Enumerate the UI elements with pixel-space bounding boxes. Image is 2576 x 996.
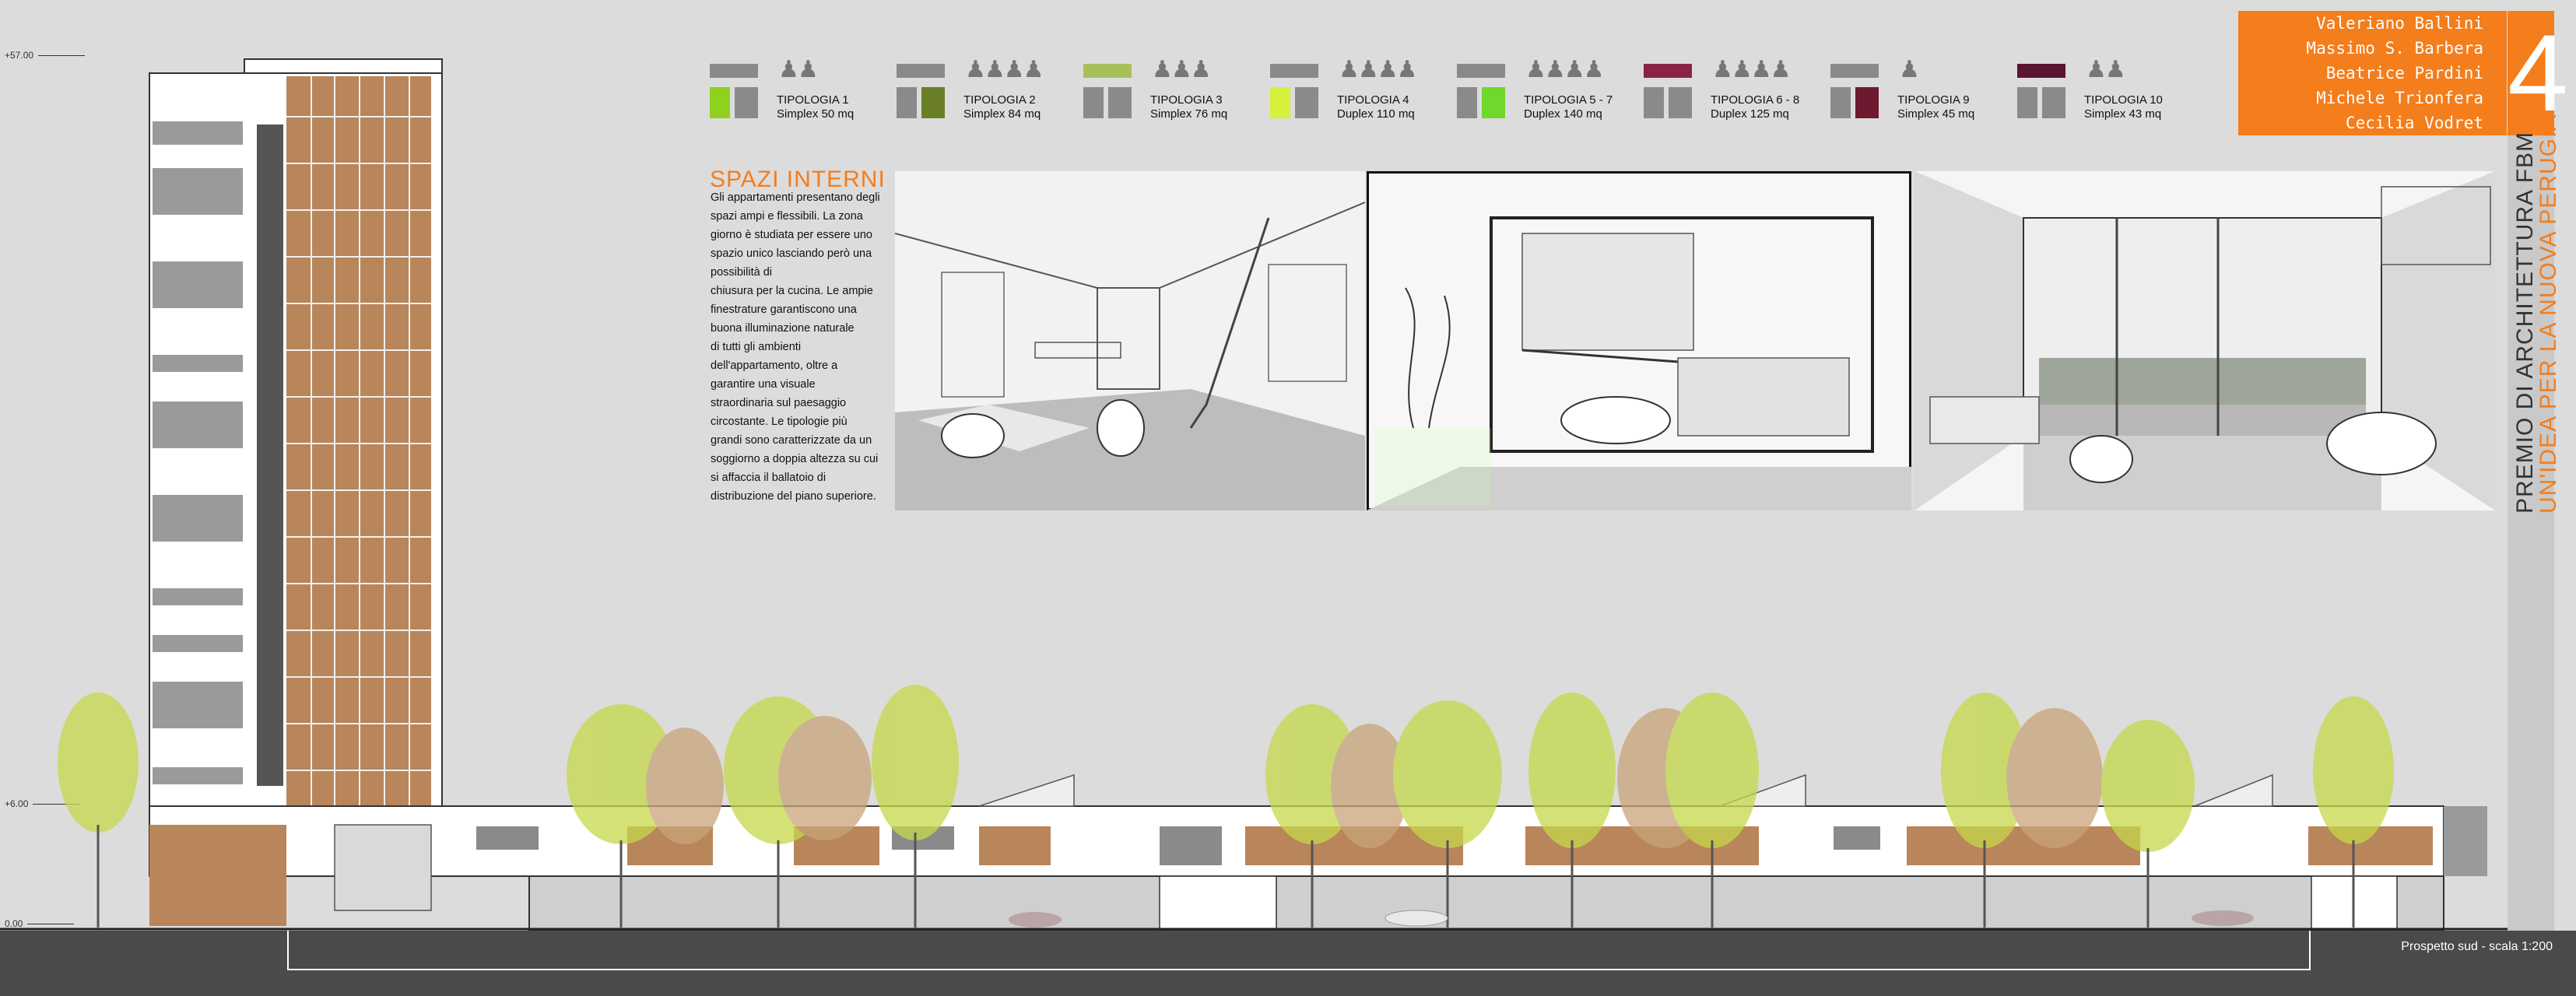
people-icon: ♟♟♟♟: [1525, 57, 1605, 82]
roof-shape: [1270, 64, 1318, 78]
people-icon: ♟♟♟: [1152, 57, 1212, 82]
typology-size: Duplex 125 mq: [1711, 107, 1789, 121]
typology-9: ♟ TIPOLOGIA 9 Simplex 45 mq: [1829, 53, 2016, 131]
typology-swatch: [1644, 64, 1692, 78]
typology-swatch: [1270, 87, 1290, 118]
side-band: [2508, 135, 2554, 937]
author-name: Valeriano Ballini: [2316, 14, 2483, 33]
people-icon: ♟: [1899, 57, 1920, 82]
level-marker-mid: +6.00: [5, 798, 79, 809]
roof-shape: [1830, 64, 1879, 78]
roof-shape: [1457, 64, 1505, 78]
typology-swatch: [710, 87, 730, 118]
typology-title: TIPOLOGIA 5 - 7: [1524, 93, 1613, 107]
level-marker-ground: 0.00: [5, 918, 74, 929]
footer-bar: [0, 931, 2576, 996]
typology-swatch: [1083, 64, 1132, 78]
people-icon: ♟♟♟♟: [1712, 57, 1792, 82]
house-block: [735, 87, 758, 118]
typology-swatch: [2017, 64, 2065, 78]
people-icon: ♟♟♟♟: [1339, 57, 1418, 82]
typology-size: Simplex 50 mq: [777, 107, 855, 121]
house-block: [1830, 87, 1851, 118]
interior-sketch-1: [895, 171, 1365, 510]
house-block: [1083, 87, 1104, 118]
typology-3: ♟♟♟ TIPOLOGIA 3 Simplex 76 mq: [1082, 53, 1269, 131]
author-name: Cecilia Vodret: [2345, 114, 2483, 132]
typology-6-8: ♟♟♟♟ TIPOLOGIA 6 - 8 Duplex 125 mq: [1642, 53, 1829, 131]
house-block: [1108, 87, 1132, 118]
typology-2: ♟♟♟♟ TIPOLOGIA 2 Simplex 84 mq: [895, 53, 1082, 131]
sketch-drawing: [895, 171, 1365, 510]
footer-outline: [287, 931, 2311, 970]
house-block: [1295, 87, 1318, 118]
sketch-drawing: [1914, 171, 2495, 510]
roof-shape: [897, 64, 945, 78]
sketch-drawing: [1367, 171, 1911, 510]
typology-size: Duplex 110 mq: [1337, 107, 1415, 121]
typology-size: Duplex 140 mq: [1524, 107, 1602, 121]
typology-swatch: [1482, 87, 1505, 118]
interior-sketch-2: [1367, 171, 1911, 510]
level-marker-top: +57.00: [5, 50, 85, 61]
people-icon: ♟♟: [2086, 57, 2126, 82]
typology-4: ♟♟♟♟ TIPOLOGIA 4 Duplex 110 mq: [1269, 53, 1455, 131]
house-block: [2017, 87, 2037, 118]
typology-size: Simplex 84 mq: [963, 107, 1041, 121]
authors-box: Valeriano Ballini Massimo S. Barbera Bea…: [2238, 11, 2507, 135]
author-name: Beatrice Pardini: [2325, 64, 2483, 82]
typology-title: TIPOLOGIA 4: [1337, 93, 1409, 107]
typology-1: ♟♟ TIPOLOGIA 1 Simplex 50 mq: [708, 53, 895, 131]
typology-10: ♟♟ TIPOLOGIA 10 Simplex 43 mq: [2016, 53, 2202, 131]
roof-shape: [710, 64, 758, 78]
house-block: [1457, 87, 1477, 118]
author-name: Michele Trionfera: [2316, 89, 2483, 107]
house-block: [1669, 87, 1692, 118]
typology-size: Simplex 45 mq: [1897, 107, 1975, 121]
typology-title: TIPOLOGIA 9: [1897, 93, 1970, 107]
house-block: [2042, 87, 2065, 118]
typology-swatch: [921, 87, 945, 118]
typology-size: Simplex 43 mq: [2084, 107, 2162, 121]
typologies-legend: ♟♟ TIPOLOGIA 1 Simplex 50 mq ♟♟♟♟ TIPOLO…: [708, 53, 2202, 131]
typology-title: TIPOLOGIA 1: [777, 93, 849, 107]
typology-size: Simplex 76 mq: [1150, 107, 1228, 121]
elevation-caption: Prospetto sud - scala 1:200: [2401, 940, 2553, 953]
section-text: Gli appartamenti presentano degli spazi …: [711, 191, 880, 503]
house-block: [897, 87, 917, 118]
typology-title: TIPOLOGIA 2: [963, 93, 1036, 107]
typology-title: TIPOLOGIA 10: [2084, 93, 2163, 107]
house-block: [1644, 87, 1664, 118]
typology-title: TIPOLOGIA 6 - 8: [1711, 93, 1800, 107]
section-title: SPAZI INTERNI: [710, 167, 886, 192]
typology-swatch: [1855, 87, 1879, 118]
people-icon: ♟♟: [778, 57, 819, 82]
interior-sketch-3: [1914, 171, 2495, 510]
people-icon: ♟♟♟♟: [965, 57, 1044, 82]
author-name: Massimo S. Barbera: [2306, 39, 2483, 58]
typology-5-7: ♟♟♟♟ TIPOLOGIA 5 - 7 Duplex 140 mq: [1455, 53, 1642, 131]
typology-title: TIPOLOGIA 3: [1150, 93, 1223, 107]
